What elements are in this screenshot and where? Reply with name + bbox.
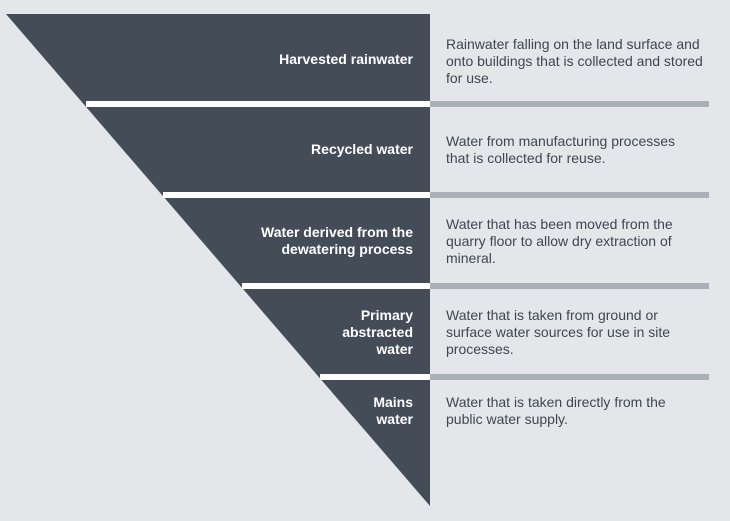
tier-label-dewatering-water: Water derived from the dewatering proces… xyxy=(261,224,413,257)
tier-label-recycled-water: Recycled water xyxy=(311,141,413,157)
divider-line-2-right xyxy=(430,192,709,198)
tier-description-recycled-water: Water from manufacturing processes that … xyxy=(446,133,676,166)
pyramid-shape xyxy=(6,14,430,506)
tier-description-dewatering-water: Water that has been moved from the quarr… xyxy=(446,216,673,266)
tier-description-mains-water: Water that is taken directly from the pu… xyxy=(446,394,666,427)
divider-line-3-right xyxy=(430,283,709,289)
tier-description-primary-abstracted-water: Water that is taken from ground or surfa… xyxy=(446,307,671,357)
divider-line-1 xyxy=(86,101,709,107)
tier-label-mains-water: Mains water xyxy=(373,394,413,427)
tier-description-harvested-rainwater: Rainwater falling on the land surface an… xyxy=(446,36,703,86)
tier-label-primary-abstracted-water: Primary abstracted water xyxy=(342,307,413,357)
tier-label-harvested-rainwater: Harvested rainwater xyxy=(279,51,413,67)
divider-line-1-right xyxy=(430,101,709,107)
divider-line-4-right xyxy=(430,374,709,380)
